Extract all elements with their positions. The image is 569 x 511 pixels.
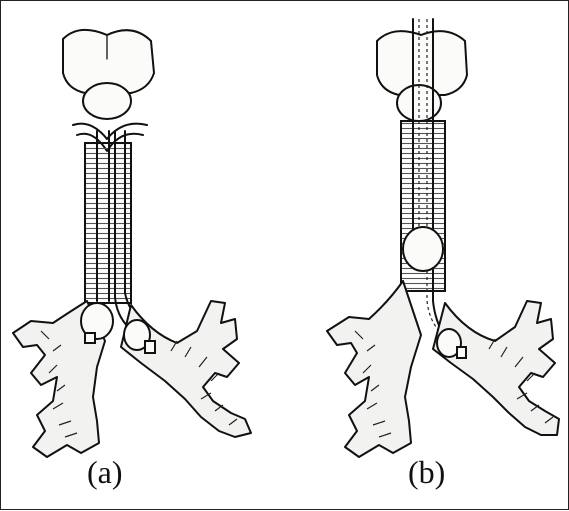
panel-b-tracheal-cuff: [403, 227, 443, 271]
panel-b-right-bronchial-tree: [433, 301, 559, 435]
panel-b-left-bronchial-tree: [327, 281, 421, 457]
panel-b-drawing: [327, 19, 559, 457]
panel-b-caption: (b): [408, 456, 445, 488]
panel-a-drawing: [13, 30, 251, 457]
panel-a-caption: (a): [87, 456, 123, 488]
panel-a-cricoid: [83, 83, 131, 119]
